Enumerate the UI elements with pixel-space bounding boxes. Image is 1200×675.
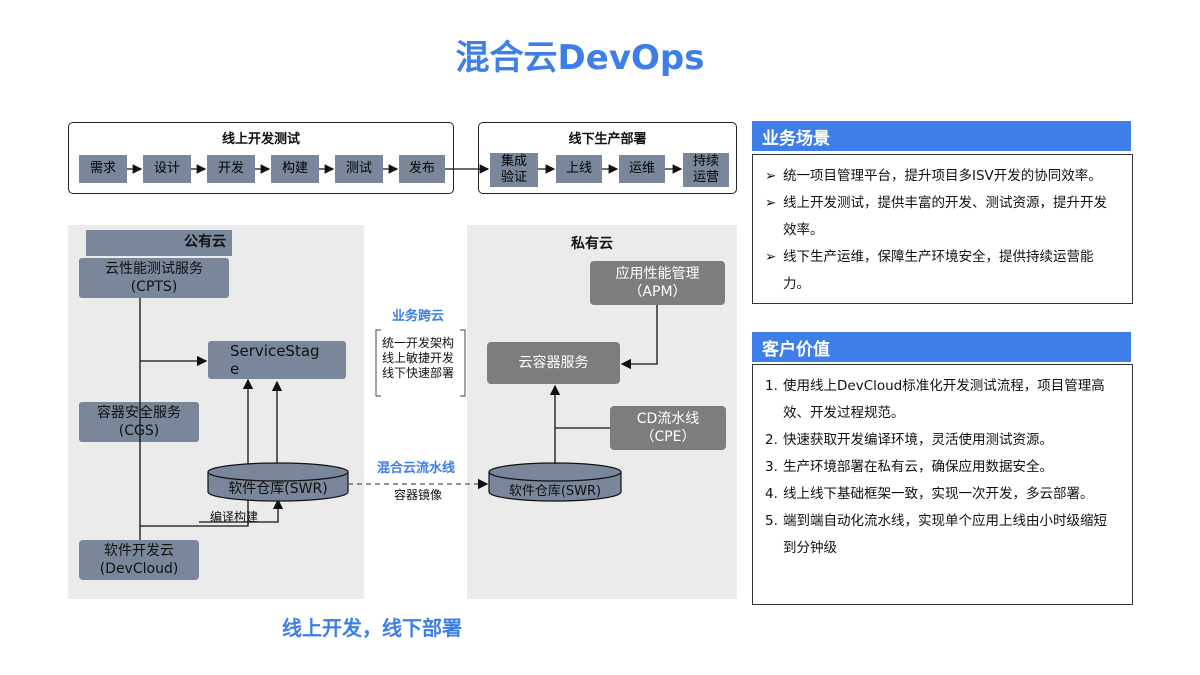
- bottom-caption: 线上开发，线下部署: [282, 616, 462, 640]
- value-box: 1.使用线上DevCloud标准化开发测试流程，项目管理高效、开发过程规范。 2…: [752, 364, 1133, 605]
- step-operate: 运维: [619, 155, 665, 183]
- value-item: 2.快速获取开发编译环境，灵活使用测试资源。: [765, 432, 1053, 448]
- step-requirement: 需求: [79, 155, 127, 183]
- apm-node: 应用性能管理 （APM）: [590, 261, 725, 305]
- business-item: ➢线下生产运维，保障生产环境安全，提供持续运营能力。: [765, 249, 1094, 292]
- business-box: ➢统一项目管理平台，提升项目多ISV开发的协同效率。 ➢线上开发测试，提供丰富的…: [752, 154, 1133, 304]
- business-header: 业务场景: [752, 121, 1131, 151]
- step-integration: 集成 验证: [490, 153, 538, 187]
- cpts-node: 云性能测试服务 (CPTS): [79, 258, 229, 298]
- cross-cloud-lines: 统一开发架构 线上敏捷开发 线下快速部署: [382, 336, 455, 380]
- online-flow-box: 线上开发测试: [68, 122, 454, 194]
- step-release: 发布: [399, 155, 445, 183]
- offline-flow-title: 线下生产部署: [568, 132, 647, 147]
- private-swr-cylinder: [488, 462, 622, 502]
- mirror-label: 容器镜像: [394, 488, 443, 502]
- value-item: 1.使用线上DevCloud标准化开发测试流程，项目管理高效、开发过程规范。: [765, 378, 1105, 421]
- step-design: 设计: [143, 155, 191, 183]
- public-cloud-title: 公有云: [184, 234, 226, 250]
- private-swr-label: 软件仓库(SWR): [508, 484, 602, 499]
- servicestage-node: ServiceStag e: [208, 341, 346, 379]
- build-label: 编译构建: [210, 510, 259, 524]
- container-service-node: 云容器服务: [487, 342, 620, 384]
- public-swr-label: 软件仓库(SWR): [228, 481, 328, 497]
- cross-cloud-label: 业务跨云: [392, 309, 445, 324]
- business-item: ➢线上开发测试，提供丰富的开发、测试资源，提升开发效率。: [765, 195, 1107, 238]
- step-launch: 上线: [556, 155, 602, 183]
- public-cloud-tab: [86, 230, 232, 256]
- page-title: 混合云DevOps: [455, 38, 705, 78]
- value-item: 3.生产环境部署在私有云，确保应用数据安全。: [765, 459, 1053, 475]
- cgs-node: 容器安全服务 (CGS): [79, 402, 199, 442]
- cpe-node: CD流水线 （CPE）: [610, 406, 726, 450]
- value-item: 4.线上线下基础框架一致，实现一次开发，多云部署。: [765, 486, 1094, 502]
- value-header: 客户价值: [752, 332, 1131, 362]
- step-continuous: 持续 运营: [683, 153, 729, 187]
- value-item: 5.端到端自动化流水线，实现单个应用上线由小时级缩短到分钟级: [765, 513, 1107, 556]
- step-develop: 开发: [207, 155, 255, 183]
- public-swr-cylinder: [207, 462, 349, 502]
- devcloud-node: 软件开发云 (DevCloud): [79, 540, 199, 580]
- step-test: 测试: [335, 155, 383, 183]
- online-flow-title: 线上开发测试: [221, 132, 300, 147]
- pipeline-label: 混合云流水线: [377, 461, 456, 476]
- business-item: ➢统一项目管理平台，提升项目多ISV开发的协同效率。: [765, 168, 1102, 184]
- private-cloud-title: 私有云: [571, 236, 613, 252]
- step-build: 构建: [271, 155, 319, 183]
